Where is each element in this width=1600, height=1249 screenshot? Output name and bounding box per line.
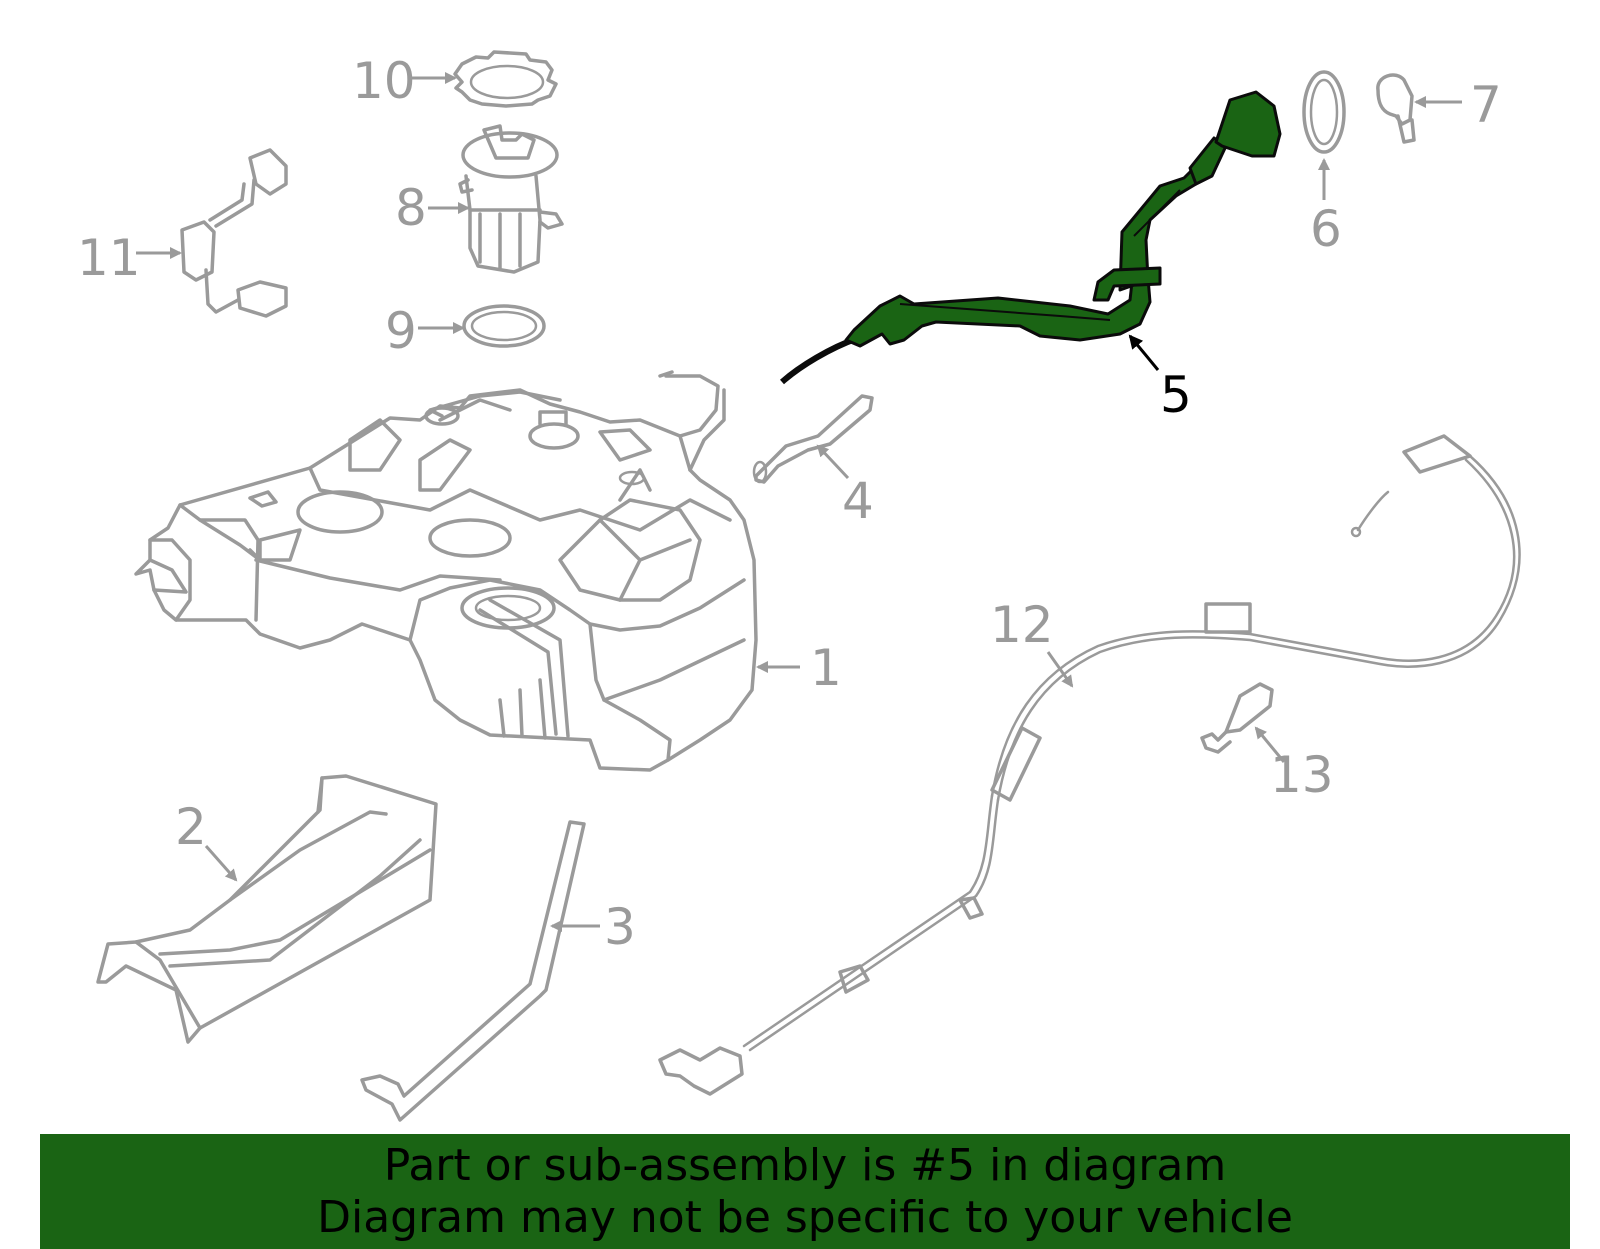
part-9-seal — [462, 304, 546, 348]
banner-line-disclaimer: Diagram may not be specific to your vehi… — [317, 1191, 1293, 1243]
part-11-wiring-harness — [180, 148, 288, 318]
callout-4: 4 — [842, 472, 874, 530]
part-10-lock-ring — [453, 50, 558, 108]
callout-7: 7 — [1470, 76, 1502, 134]
part-7-clip — [1376, 73, 1416, 144]
callout-12-leader — [1046, 651, 1074, 688]
callout-3: 3 — [604, 898, 636, 956]
callout-8: 8 — [395, 179, 427, 237]
callout-5: 5 — [1160, 366, 1192, 424]
callout-12: 12 — [990, 596, 1054, 654]
callout-10: 10 — [352, 52, 416, 110]
part-8-fuel-pump-module — [458, 124, 564, 274]
info-banner: Part or sub-assembly is #5 in diagram Di… — [40, 1134, 1570, 1249]
callout-4-leader — [816, 444, 850, 480]
part-3-tank-strap — [360, 820, 586, 1122]
callout-2-leader — [204, 845, 238, 882]
part-12-release-cable — [658, 434, 1521, 1096]
callout-9: 9 — [385, 302, 417, 360]
part-1-fuel-tank — [134, 370, 758, 772]
callout-13-leader — [1254, 726, 1286, 763]
part-5-filler-pipe — [780, 90, 1282, 385]
callout-5-leader — [1128, 334, 1160, 371]
callout-11: 11 — [77, 229, 141, 287]
part-6-o-ring — [1302, 70, 1346, 154]
callout-1: 1 — [810, 639, 842, 697]
callout-2: 2 — [175, 798, 207, 856]
callout-6: 6 — [1310, 200, 1342, 258]
part-2-heat-shield — [96, 774, 438, 1044]
part-13-retainer-clip — [1200, 682, 1274, 754]
banner-line-part-number: Part or sub-assembly is #5 in diagram — [383, 1139, 1227, 1191]
part-4-hose — [752, 394, 874, 484]
